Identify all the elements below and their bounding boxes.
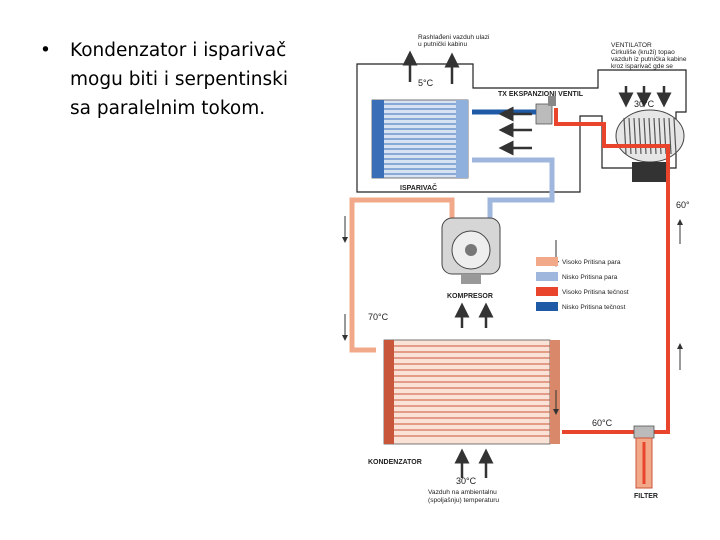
pipe-low-pressure-vapor bbox=[472, 157, 555, 222]
pipe-high-pressure-liquid bbox=[554, 108, 670, 434]
fan-blade bbox=[668, 117, 672, 155]
ambient-air-label-1: Vazduh na ambientalnu bbox=[428, 489, 497, 496]
legend-swatch-lp-liquid bbox=[536, 302, 558, 311]
ventilator-desc-1: Cirkuliše (kruži) topao bbox=[611, 49, 675, 56]
legend-label-hp-liquid: Visoko Pritisna tečnost bbox=[562, 289, 629, 296]
legend-label-lp-liquid: Nisko Pritisna tečnost bbox=[562, 304, 626, 311]
bullet-line-1: Kondenzator i isparivač bbox=[70, 40, 287, 61]
condenser-coil bbox=[383, 339, 560, 445]
ventilator-title: VENTILATOR bbox=[611, 42, 652, 49]
legend-label-hp-vapor: Visoko Pritisna para bbox=[562, 259, 621, 266]
evaporator-label: ISPARIVAČ bbox=[400, 183, 437, 192]
hvac-housing bbox=[356, 63, 687, 193]
cooled-air-label-2: u putnički kabinu bbox=[418, 41, 467, 48]
compressor-label: KOMPRESOR bbox=[447, 293, 493, 300]
evaporator-coil bbox=[371, 99, 469, 179]
ventilator-desc-3: kroz isparivač gde se bbox=[611, 63, 673, 70]
fan-blade bbox=[673, 117, 677, 155]
temp-70c: 70°C bbox=[368, 312, 389, 322]
compressor-icon bbox=[441, 217, 501, 284]
ventilator-desc-2: vazduh iz putnička kabine bbox=[611, 56, 687, 63]
bullet-point: • Kondenzator i isparivač mogu biti i se… bbox=[40, 36, 340, 123]
legend-swatch-hp-vapor bbox=[536, 257, 558, 266]
cooled-air-label-1: Rashlađeni vazduh ulazi bbox=[418, 34, 490, 41]
condenser-label: KONDENZATOR bbox=[368, 459, 422, 466]
bullet-marker: • bbox=[40, 40, 51, 61]
temp-30c-bottom: 30°C bbox=[456, 476, 477, 486]
temp-30c-top: 30°C bbox=[634, 99, 655, 109]
bullet-line-2: mogu biti i serpentinski bbox=[70, 69, 288, 90]
tx-valve-icon bbox=[535, 96, 556, 125]
temp-60c-bottom: 60°C bbox=[592, 418, 613, 428]
tx-valve-label: TX EKSPANZIONI VENTIL bbox=[498, 91, 584, 98]
legend: Visoko Pritisna para Nisko Pritisna para… bbox=[536, 257, 629, 311]
pipe-high-pressure-vapor bbox=[349, 197, 455, 353]
filter-label: FILTER bbox=[634, 493, 658, 500]
bullet-line-3: sa paralelnim tokom. bbox=[70, 98, 266, 119]
temp-60-right: 60° bbox=[676, 200, 690, 210]
legend-label-lp-vapor: Nisko Pritisna para bbox=[562, 274, 618, 281]
legend-swatch-lp-vapor bbox=[536, 272, 558, 281]
filter-icon bbox=[633, 425, 655, 489]
ambient-air-label-2: (spoljašnju) temperaturu bbox=[428, 497, 499, 504]
legend-swatch-hp-liquid bbox=[536, 287, 558, 296]
temp-5c: 5°C bbox=[418, 78, 434, 88]
airflow-arrows bbox=[402, 50, 672, 478]
